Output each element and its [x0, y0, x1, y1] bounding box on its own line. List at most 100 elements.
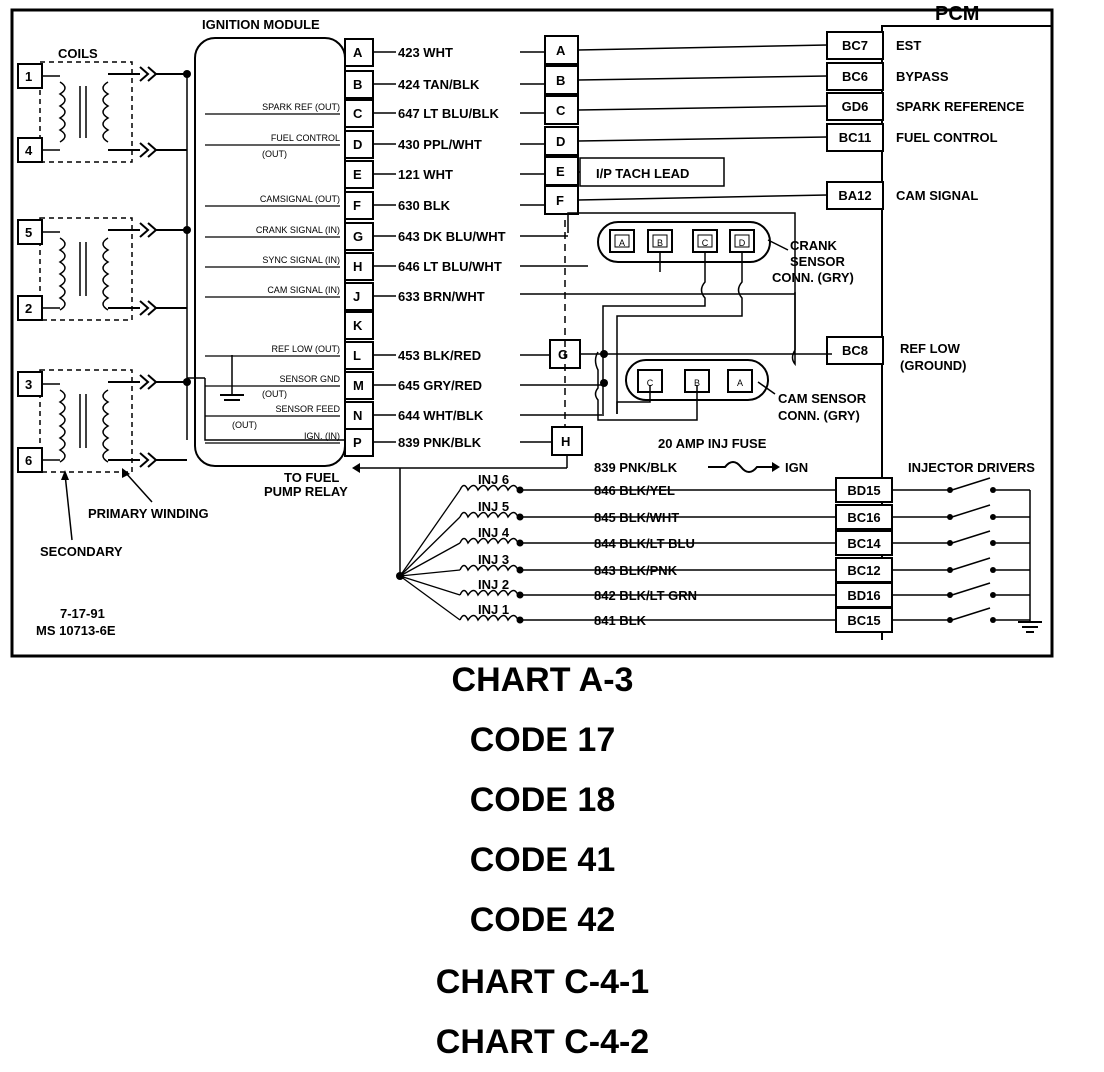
driver-switch — [951, 607, 991, 621]
injector-dot — [516, 616, 524, 624]
coil-number: 2 — [25, 301, 32, 316]
injector-label: INJ 5 — [478, 499, 509, 514]
coil-output-lead — [108, 142, 187, 158]
pcm-pin-label: BC11 — [839, 130, 872, 145]
module-ign-feed — [204, 378, 345, 441]
crank-conn-label-3: CONN. (GRY) — [772, 270, 854, 285]
injector-dot — [516, 539, 524, 547]
module-pin-box — [344, 311, 374, 340]
coil-output-lead — [108, 222, 187, 238]
module-pin-letter: H — [353, 259, 362, 274]
driver-contact — [947, 540, 953, 546]
driver-switch — [951, 530, 991, 544]
pcm-pin-box — [826, 336, 884, 365]
sensor-feed-sub: (OUT) — [232, 420, 257, 430]
date-code: 7-17-91 — [60, 606, 105, 621]
module-pin-letter: F — [353, 198, 361, 213]
pcm-pin-box — [826, 62, 884, 91]
driver-switch — [951, 504, 991, 518]
injector-label: INJ 3 — [478, 552, 509, 567]
cam-pin — [727, 369, 753, 393]
wire-label: 633 BRN/WHT — [398, 289, 485, 304]
crank-conn-arrow — [767, 239, 789, 251]
module-pin-letter: C — [353, 106, 363, 121]
pcm-pin-label: BA12 — [838, 188, 871, 203]
ign-label: IGN — [785, 460, 808, 475]
coil-terminal-box — [17, 371, 43, 397]
mid-connector-pin — [544, 185, 579, 215]
driver-contact — [947, 514, 953, 520]
module-signal-label: CRANK SIGNAL (IN) — [256, 225, 340, 235]
cam-pin-letter: C — [647, 378, 654, 388]
fuel-control-sub: (OUT) — [262, 149, 287, 159]
driver-switch — [951, 477, 991, 491]
wire-label: 424 TAN/BLK — [398, 77, 480, 92]
crank-pin-letter: C — [702, 238, 709, 248]
injector-label: INJ 1 — [478, 602, 509, 617]
crank-conn-label-1: CRANK — [790, 238, 838, 253]
wire-label: 647 LT BLU/BLK — [398, 106, 499, 121]
module-signal-label: SPARK REF (OUT) — [262, 102, 340, 112]
module-pin-letter: D — [353, 137, 362, 152]
mid-connector-letter: D — [556, 134, 565, 149]
driver-switch — [951, 582, 991, 596]
module-pin-letter: A — [353, 45, 363, 60]
driver-contact — [947, 592, 953, 598]
module-pin-box — [344, 130, 374, 159]
pcm-pin-box — [826, 181, 884, 210]
secondary-winding — [58, 237, 66, 311]
injector-wire-label: 842 BLK/LT GRN — [594, 588, 697, 603]
module-signal-label: CAM SIGNAL (IN) — [267, 285, 340, 295]
injector-feed — [399, 575, 461, 621]
pcm-title: PCM — [935, 3, 979, 25]
module-pin-box — [344, 191, 374, 220]
ref-low-label: REF LOW — [900, 341, 961, 356]
pcm-signal-label: CAM SIGNAL — [896, 188, 978, 203]
fuel-pump-label-1: TO FUEL — [284, 470, 339, 485]
module-pin-letter: P — [353, 435, 362, 450]
pcm-injector-pin-label: BC15 — [847, 613, 880, 628]
injector-wire-label: 843 BLK/PNK — [594, 563, 678, 578]
coil-output-lead — [108, 300, 187, 316]
wire-label: 430 PPL/WHT — [398, 137, 482, 152]
injector-feed — [399, 489, 461, 577]
crank-pin-letter: D — [739, 238, 746, 248]
pcm-injector-pin-label: BC14 — [847, 536, 881, 551]
injector-dot — [516, 513, 524, 521]
splice-dot — [600, 379, 608, 387]
tach-lead-label: I/P TACH LEAD — [596, 166, 689, 181]
pcm-injector-pin-label: BD16 — [847, 588, 880, 603]
driver-contact — [990, 487, 996, 493]
pcm-injector-pin — [835, 607, 893, 633]
splice-dot — [600, 350, 608, 358]
module-pin-letter: B — [353, 77, 362, 92]
pcm-pin-label: GD6 — [842, 99, 869, 114]
injector-dot — [516, 566, 524, 574]
pcm-injector-pin-label: BD15 — [847, 483, 880, 498]
coil-output-lead — [108, 374, 187, 390]
wire-label: 121 WHT — [398, 167, 453, 182]
caption-2: CODE 17 — [469, 721, 616, 759]
pink-black-wire-label: 839 PNK/BLK — [594, 460, 678, 475]
primary-winding — [102, 81, 110, 143]
module-pin-letter: K — [353, 318, 363, 333]
secondary-arrow — [64, 473, 73, 541]
crank-sensor-connector — [597, 221, 771, 263]
coil-output-lead — [108, 452, 187, 468]
injector-wire-label: 844 BLK/LT BLU — [594, 536, 695, 551]
primary-winding-label: PRIMARY WINDING — [88, 506, 209, 521]
module-pin-letter: E — [353, 167, 362, 182]
splice-dot — [396, 572, 404, 580]
fuel-pump-label-2: PUMP RELAY — [264, 484, 348, 499]
primary-arrowhead — [122, 468, 130, 478]
pcm-outline — [881, 25, 1052, 640]
driver-contact — [990, 592, 996, 598]
module-pin-letter: J — [353, 289, 360, 304]
injector-feed — [399, 569, 461, 577]
module-signal-label: IGN. (IN) — [304, 431, 340, 441]
pcm-wire — [577, 105, 828, 111]
module-signal-label: SENSOR GND — [279, 374, 340, 384]
driver-contact — [947, 617, 953, 623]
driver-switch — [951, 557, 991, 571]
injector-drivers-label: INJECTOR DRIVERS — [908, 460, 1035, 475]
